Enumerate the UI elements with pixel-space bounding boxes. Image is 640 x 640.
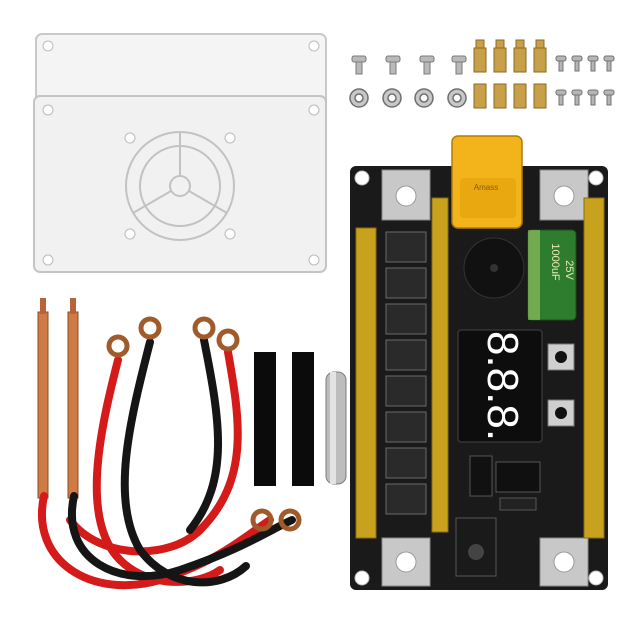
capacitor-voltage: 25V [563, 260, 575, 280]
seven-segment-display: 8.8.8. [457, 329, 543, 443]
screw-set [349, 39, 615, 109]
gold-busbar-left [355, 227, 377, 539]
capacitor-rating: 1000uF [549, 243, 561, 281]
display-value: 8.8.8. [478, 331, 527, 441]
voltage-regulator [469, 455, 493, 497]
dc-jack [455, 517, 497, 577]
screw-icon [351, 55, 467, 75]
spot-welder-board: Amass 1000uF 25V 8.8.8. [350, 135, 608, 590]
switch-sw2 [547, 343, 575, 371]
cable-icon [38, 336, 296, 590]
copper-pen-icon [37, 298, 79, 499]
gold-busbar-right [583, 197, 605, 539]
ring-terminal-icon [106, 316, 302, 532]
small-screw-icon [555, 55, 615, 106]
heat-shrink-icon [254, 352, 314, 486]
mosfet-column [385, 231, 427, 515]
gold-busbar-mid [431, 197, 449, 533]
standoff-icon [473, 39, 547, 109]
ic-chip [495, 461, 541, 493]
switch-sw1 [547, 399, 575, 427]
fan-grill-icon [125, 131, 235, 241]
acrylic-cover-front [33, 95, 327, 273]
capacitor: 1000uF 25V [527, 229, 577, 321]
connector-brand: Amass [474, 183, 498, 192]
xt60-connector: Amass [451, 135, 523, 229]
nickel-strip-icon [325, 371, 347, 485]
nut-icon [349, 88, 467, 108]
